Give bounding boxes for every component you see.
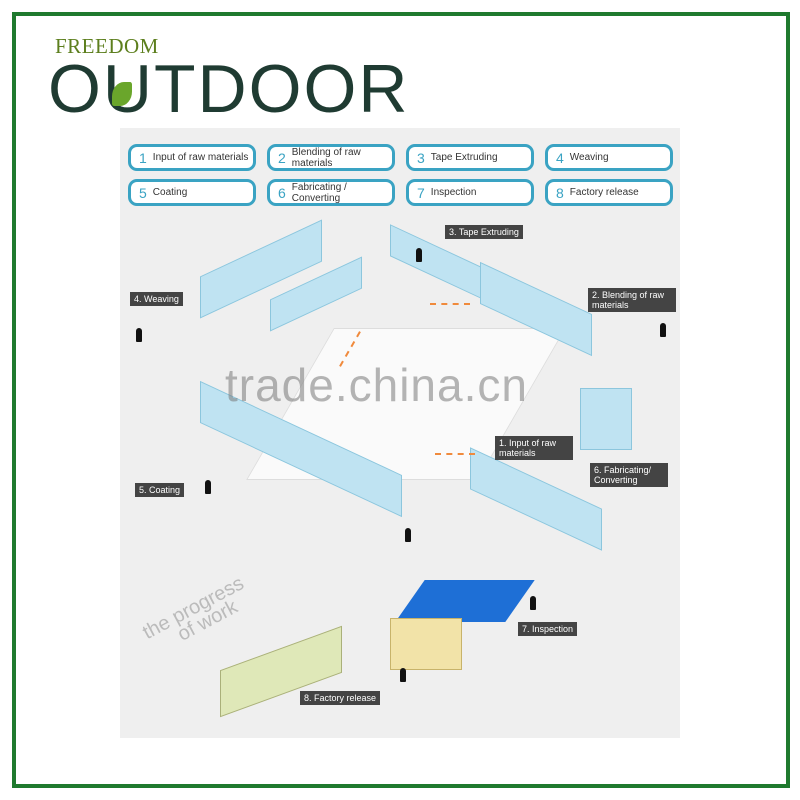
- worker: [400, 668, 406, 682]
- label-coating: 5. Coating: [135, 483, 185, 497]
- brand-logo: OUTDOOR: [48, 51, 410, 127]
- label-weaving: 4. Weaving: [130, 292, 183, 306]
- brand-subtitle: FREEDOM: [55, 34, 159, 58]
- leaf-icon: [112, 82, 132, 106]
- worker: [660, 323, 666, 337]
- watermark: trade.china.cn: [225, 359, 528, 411]
- label-input: 1. Input of raw materials: [495, 436, 573, 460]
- fabricating-machine: [470, 447, 602, 551]
- flow-arrow: [430, 303, 470, 305]
- border-frame: [12, 12, 790, 788]
- inspection-area: [395, 580, 535, 622]
- worker: [530, 596, 536, 610]
- label-blending: 2. Blending of raw materials: [588, 288, 676, 312]
- label-tape-extruding: 3. Tape Extruding: [445, 225, 523, 239]
- worker: [405, 528, 411, 542]
- label-fabricating: 6. Fabricating/ Converting: [590, 463, 668, 487]
- flow-arrow: [435, 453, 475, 455]
- worker: [416, 248, 422, 262]
- worker: [205, 480, 211, 494]
- boxes: [390, 618, 462, 670]
- label-inspection: 7. Inspection: [518, 622, 578, 636]
- input-silo: [580, 388, 632, 450]
- worker: [136, 328, 142, 342]
- label-factory-release: 8. Factory release: [300, 691, 381, 705]
